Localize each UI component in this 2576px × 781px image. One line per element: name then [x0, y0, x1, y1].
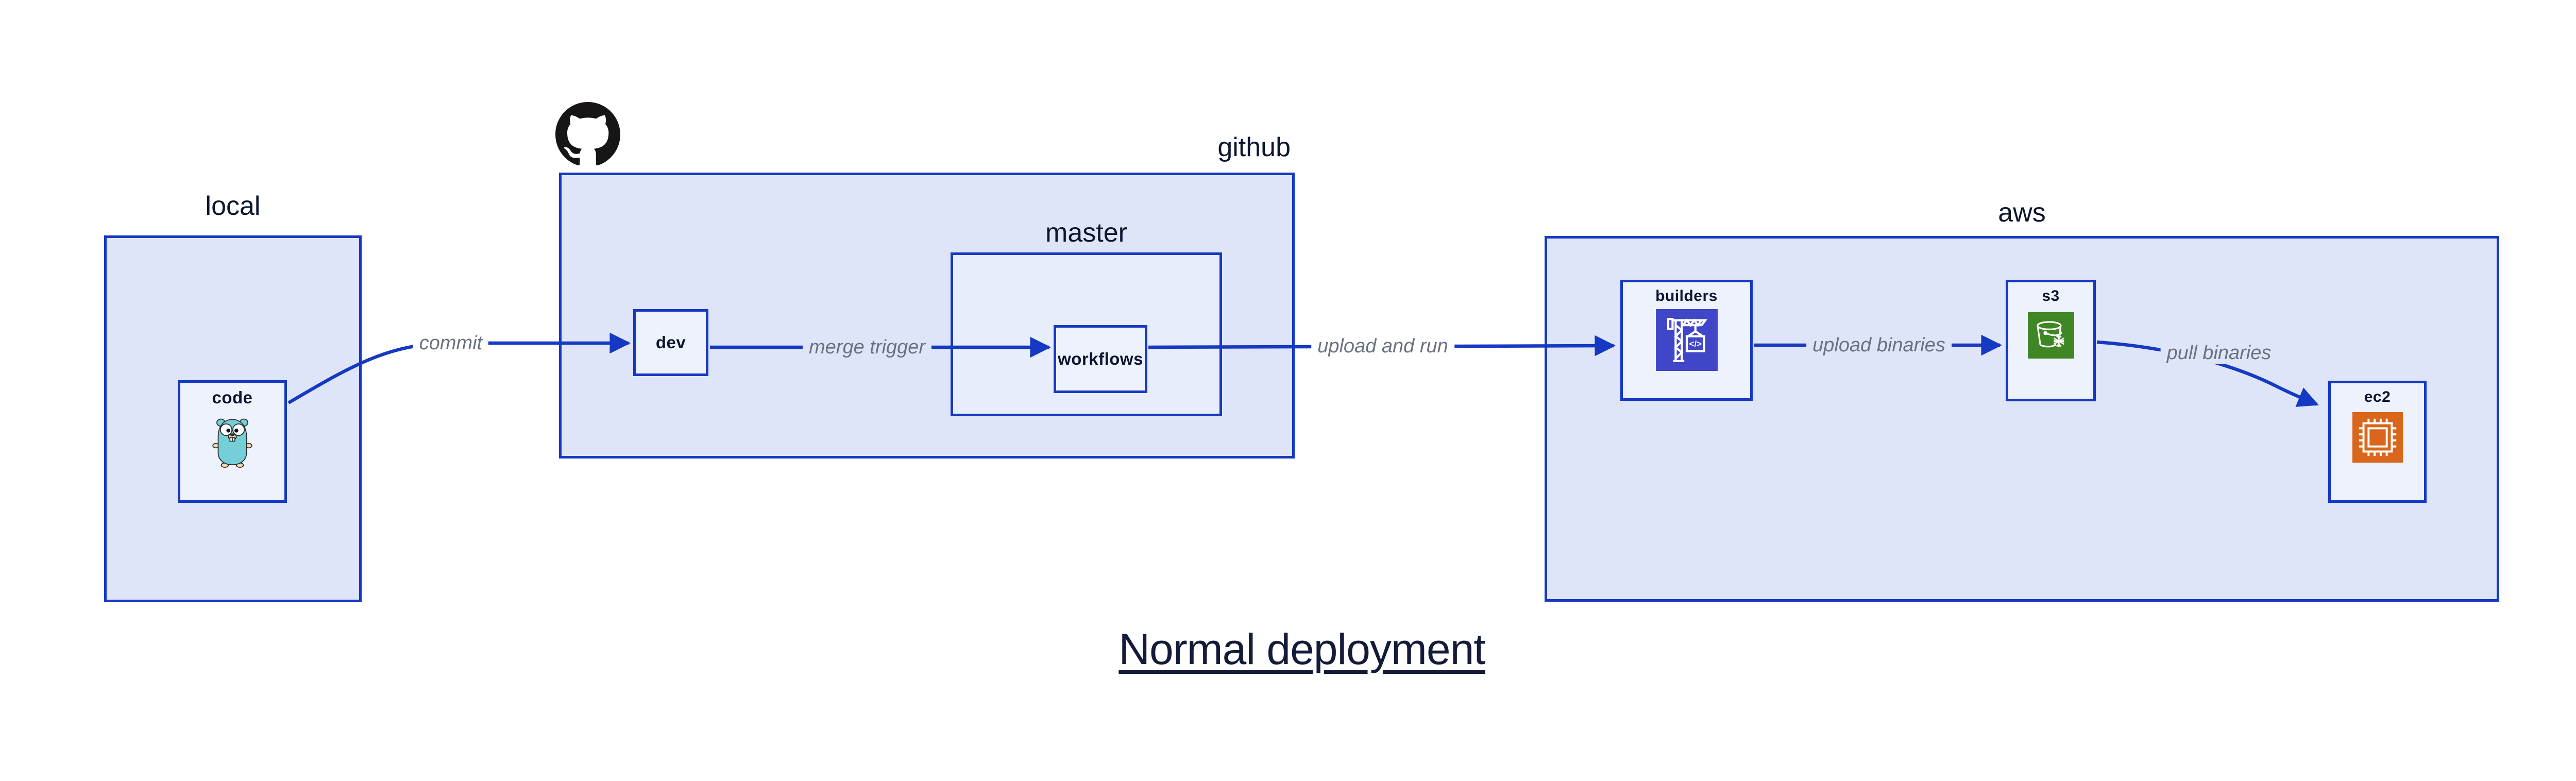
aws-group-label: aws: [1998, 198, 2046, 228]
master-group-label: master: [1045, 218, 1127, 248]
edge-label-pull-binaries: pull binaries: [2160, 342, 2278, 364]
github-octocat-icon: [555, 102, 620, 167]
diagram-title: Normal deployment: [1118, 625, 1485, 673]
aws-s3-glacier-icon: [2027, 312, 2074, 359]
aws-ec2-icon: [2352, 412, 2403, 463]
github-group-label: github: [1217, 132, 1291, 162]
svg-text:</>: </>: [1689, 339, 1701, 349]
node-dev-label: dev: [655, 333, 686, 352]
edge-label-merge-trigger: merge trigger: [803, 336, 931, 358]
local-group-label: local: [205, 191, 261, 221]
edge-pull-binaries: [2096, 340, 2319, 407]
node-workflows-label: workflows: [1058, 349, 1143, 368]
edge-label-upload-binaries: upload binaries: [1806, 334, 1952, 356]
node-ec2-label: ec2: [2364, 388, 2391, 405]
node-s3-label: s3: [2042, 287, 2060, 304]
node-code: code: [178, 380, 287, 503]
node-s3: s3: [2006, 280, 2096, 401]
node-code-label: code: [212, 388, 253, 407]
edge-label-commit: commit: [413, 332, 489, 354]
node-workflows: workflows: [1054, 325, 1147, 393]
node-builders-label: builders: [1655, 287, 1718, 304]
edge-label-upload-and-run: upload and run: [1311, 335, 1454, 357]
node-ec2: ec2: [2328, 381, 2427, 503]
aws-codebuild-icon: </>: [1655, 309, 1718, 371]
node-builders: builders </>: [1620, 280, 1753, 401]
go-gopher-icon: [210, 411, 255, 471]
node-dev: dev: [633, 309, 708, 376]
